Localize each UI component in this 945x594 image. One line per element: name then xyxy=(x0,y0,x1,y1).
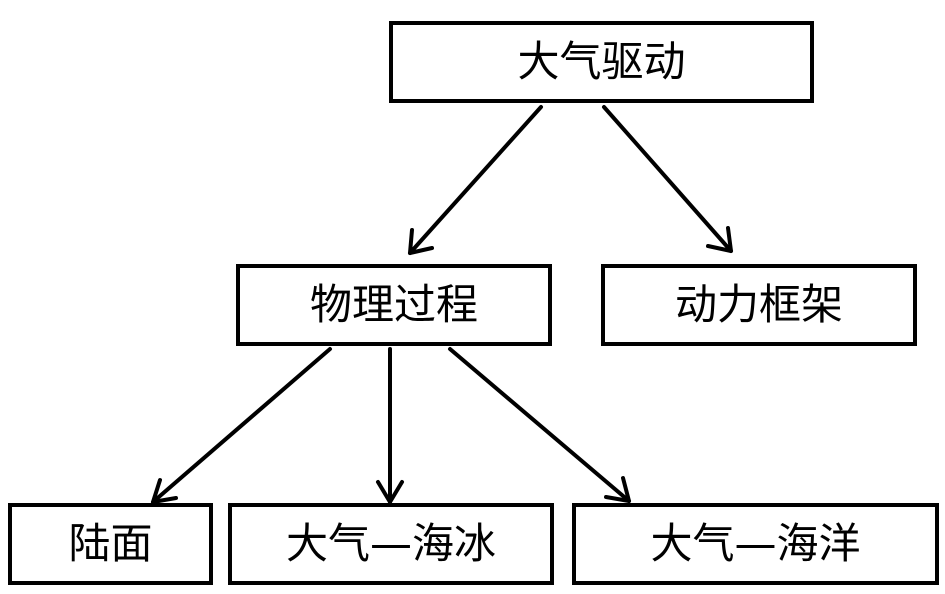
arrow-physics-to-ocean xyxy=(448,347,631,503)
node-label: 动力框架 xyxy=(674,280,843,329)
node-label: 陆面 xyxy=(68,519,153,568)
node-atmospheric-forcing: 大气驱动 xyxy=(389,21,814,103)
node-atmosphere-ocean: 大气—海洋 xyxy=(572,503,939,585)
arrow-physics-to-land xyxy=(151,347,332,504)
node-label: 物理过程 xyxy=(309,280,478,329)
node-label: 大气—海洋 xyxy=(650,519,861,568)
arrow-physics-to-sea-ice xyxy=(376,347,404,504)
arrow-root-to-dynamics xyxy=(602,105,733,253)
node-land-surface: 陆面 xyxy=(8,503,213,585)
arrow-root-to-physics xyxy=(408,105,543,255)
node-dynamical-framework: 动力框架 xyxy=(601,264,917,346)
node-label: 大气驱动 xyxy=(517,37,686,86)
node-atmosphere-sea-ice: 大气—海冰 xyxy=(228,503,554,585)
node-physical-processes: 物理过程 xyxy=(236,264,552,346)
node-label: 大气—海冰 xyxy=(285,519,496,568)
